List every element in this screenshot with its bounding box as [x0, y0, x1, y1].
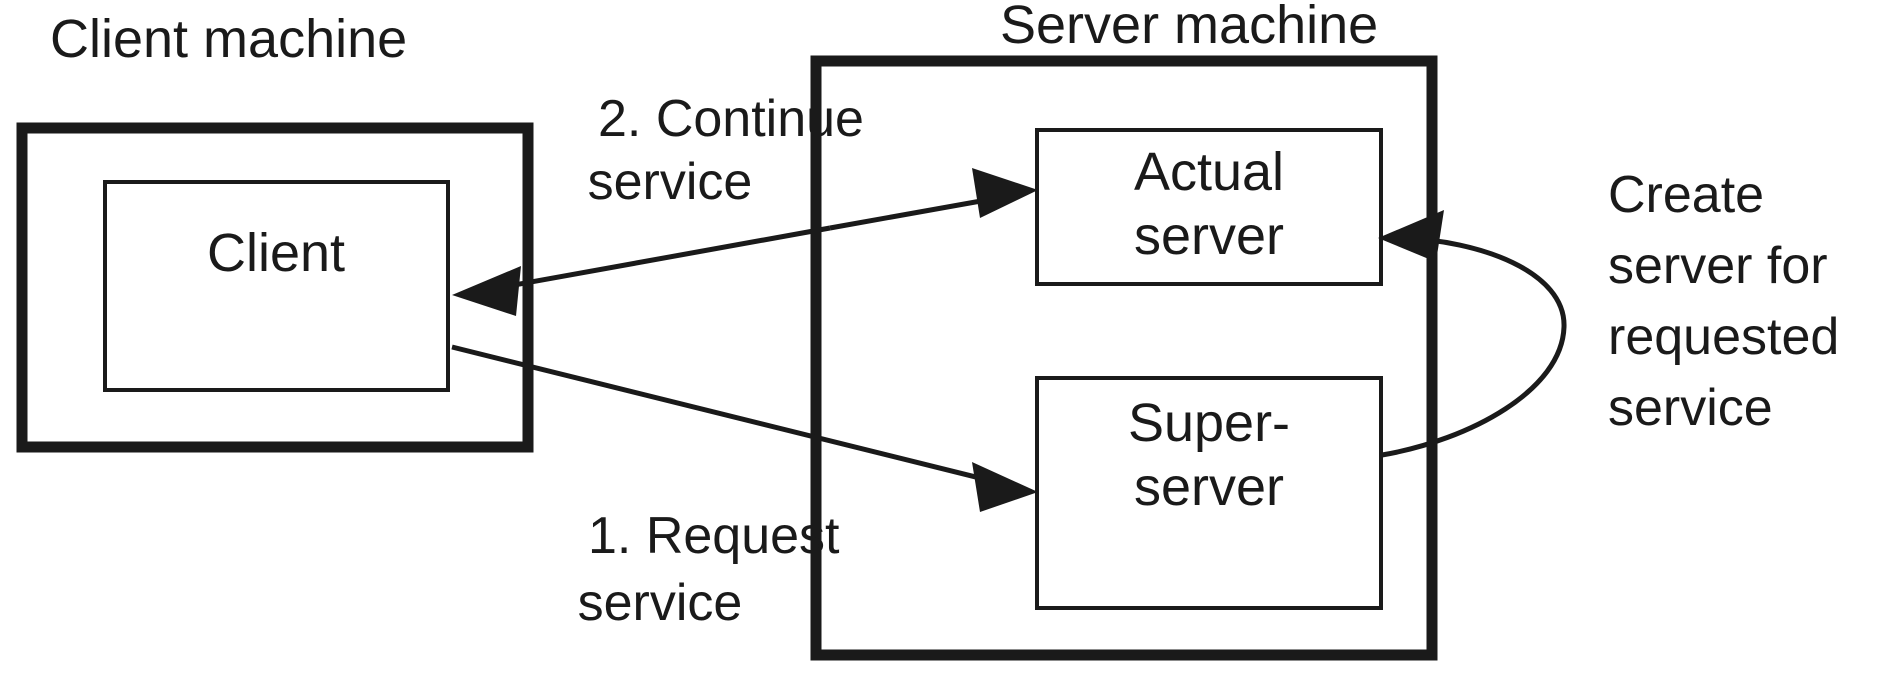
create-server-curve — [1381, 235, 1567, 458]
step2-label-line2: service — [588, 153, 753, 211]
continue-service-arrowhead-right — [972, 168, 1038, 218]
continue-service-arrowhead — [452, 266, 521, 316]
actual-server-label-line1: Actual — [1134, 142, 1284, 202]
super-server-label-line2: server — [1134, 457, 1284, 517]
request-service-arrowhead — [972, 462, 1038, 512]
create-label-line1: Create — [1608, 166, 1764, 224]
actual-server-label-line2: server — [1134, 206, 1284, 266]
create-label-line2: server for — [1608, 237, 1828, 295]
client-box-label: Client — [207, 223, 345, 283]
step1-label-line2: service — [578, 574, 743, 632]
request-service-line — [451, 344, 1021, 491]
create-label-line3: requested — [1608, 308, 1839, 366]
create-server-arrowhead — [1378, 210, 1444, 262]
super-server-label-line1: Super- — [1128, 393, 1290, 453]
super-server-box — [1035, 376, 1383, 610]
client-machine-title: Client machine — [50, 9, 407, 69]
step2-label-line1: 2. Continue — [598, 90, 864, 148]
actual-server-box — [1035, 128, 1383, 286]
client-box — [103, 180, 450, 392]
step1-label-line1: 1. Request — [588, 507, 840, 565]
continue-service-line — [469, 225, 831, 296]
server-machine-title: Server machine — [1000, 0, 1378, 55]
create-label-line4: service — [1608, 379, 1773, 437]
